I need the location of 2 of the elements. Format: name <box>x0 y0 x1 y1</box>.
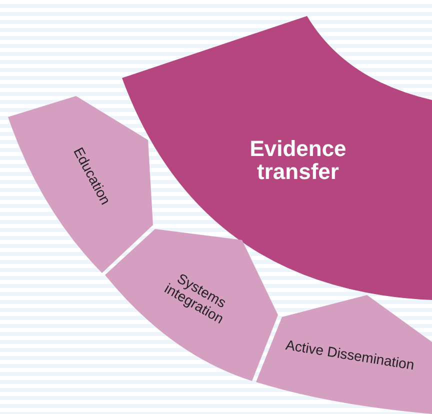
segment-label: Active Dissemination <box>284 338 416 372</box>
segment-label: Evidence transfer <box>248 136 348 184</box>
